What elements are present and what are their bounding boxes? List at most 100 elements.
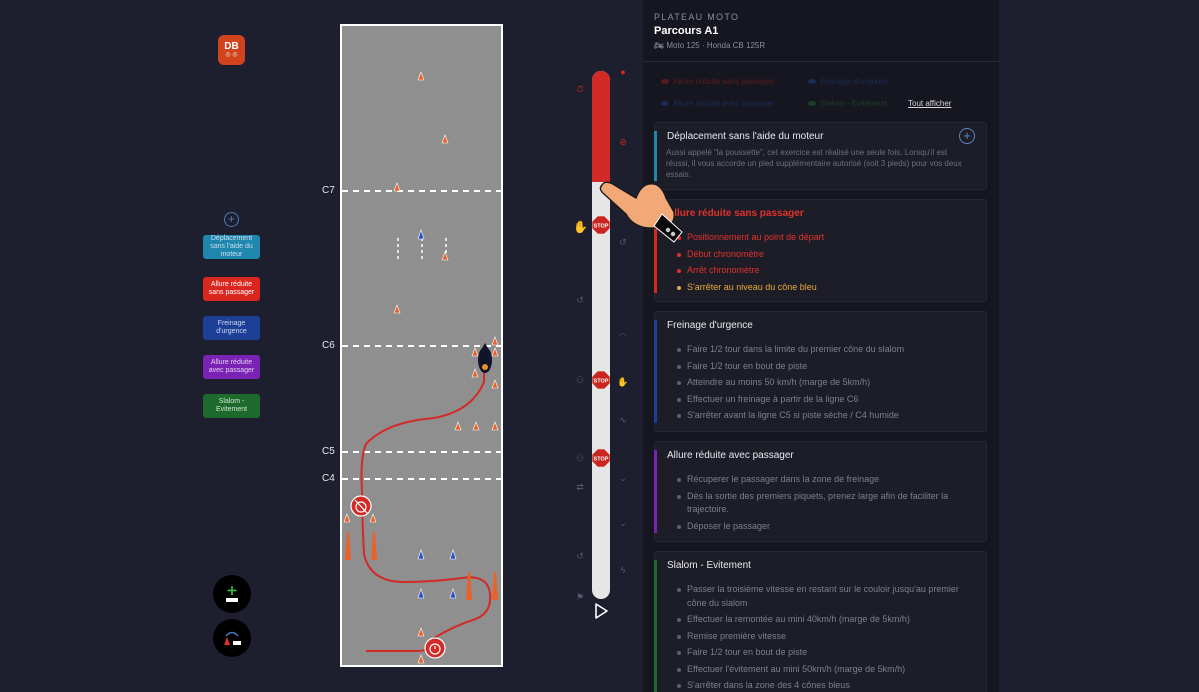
passenger-icon[interactable]: ⚇ bbox=[575, 375, 585, 385]
u-turn-icon[interactable]: ↺ bbox=[619, 237, 627, 247]
hand-icon[interactable]: ✋ bbox=[617, 377, 629, 387]
cones-blue bbox=[417, 229, 457, 599]
eye-icon bbox=[808, 101, 816, 106]
timer-off-icon[interactable]: ⊘ bbox=[619, 137, 627, 147]
cone-tool-button[interactable] bbox=[213, 619, 251, 657]
lightning-icon[interactable]: ϟ bbox=[620, 565, 626, 575]
add-exercise-button[interactable]: + bbox=[959, 128, 975, 144]
motorbike-icon: 🏍︎ bbox=[654, 41, 667, 50]
u-turn-icon[interactable]: ↺ bbox=[576, 551, 584, 561]
cones-orange bbox=[343, 71, 499, 664]
step-item[interactable]: S'arrêter au niveau du cône bleu bbox=[677, 281, 972, 295]
svg-text:STOP: STOP bbox=[594, 379, 609, 385]
track-map[interactable] bbox=[340, 24, 503, 667]
eye-icon bbox=[808, 79, 816, 84]
timeline-progress bbox=[592, 71, 610, 182]
u-turn-icon[interactable]: ↺ bbox=[576, 295, 584, 305]
play-icon[interactable] bbox=[593, 602, 609, 620]
legend-freinage[interactable]: Freinage d'urgence bbox=[808, 77, 889, 86]
exercise-card-allure-sans-passager[interactable]: Allure réduite sans passager Positionnem… bbox=[654, 199, 987, 302]
step-item[interactable]: S'arrêter dans la zone des 4 cônes bleus bbox=[677, 679, 972, 692]
card-title: Freinage d'urgence bbox=[667, 320, 753, 331]
step-item[interactable]: Faire 1/2 tour en bout de piste bbox=[677, 646, 972, 660]
chip-allure-avec-passager[interactable]: Allure réduite avec passager bbox=[203, 355, 260, 379]
passenger-off-icon[interactable]: ⚇ bbox=[575, 453, 585, 463]
card-color-bar bbox=[654, 208, 657, 293]
card-title: Allure réduite avec passager bbox=[667, 450, 794, 461]
chevrons-down-icon[interactable]: ⌄ bbox=[619, 473, 627, 483]
card-title: Déplacement sans l'aide du moteur bbox=[667, 131, 824, 142]
step-list: Positionnement au point de départ Début … bbox=[677, 231, 972, 297]
exercise-card-freinage[interactable]: Freinage d'urgence Faire 1/2 tour dans l… bbox=[654, 311, 987, 432]
activity-icon[interactable]: ∿ bbox=[619, 415, 627, 425]
step-item[interactable]: Effectuer l'évitement au mini 50km/h (ma… bbox=[677, 663, 972, 677]
timer-icon[interactable]: ⏱ bbox=[576, 84, 584, 94]
chip-deplacement[interactable]: Déplacement sans l'aide du moteur bbox=[203, 235, 260, 259]
flag-icon[interactable]: ⚑ bbox=[575, 592, 585, 602]
timer-start-marker bbox=[424, 637, 446, 659]
svg-text:STOP: STOP bbox=[594, 457, 609, 463]
chevrons-down-icon[interactable]: ⌄ bbox=[619, 518, 627, 528]
add-cone-icon bbox=[226, 586, 238, 602]
timeline-track[interactable] bbox=[592, 71, 610, 599]
chip-slalom[interactable]: Slalom - Evitement bbox=[203, 394, 260, 418]
step-item[interactable]: Faire 1/2 tour en bout de piste bbox=[677, 360, 972, 374]
step-item[interactable]: Effectuer un freinage à partir de la lig… bbox=[677, 393, 972, 407]
step-item[interactable]: Arrêt chronomètre bbox=[677, 264, 972, 278]
step-item[interactable]: Effectuer la remontée au mini 40km/h (ma… bbox=[677, 613, 972, 627]
exercise-card-allure-avec-passager[interactable]: Allure réduite avec passager Récuperer l… bbox=[654, 441, 987, 542]
location-pin-icon[interactable]: ● bbox=[620, 67, 626, 77]
step-item[interactable]: Positionnement au point de départ bbox=[677, 231, 972, 245]
line-label-c5: C5 bbox=[322, 446, 335, 457]
step-item[interactable]: Passer la troisième vitesse en restant s… bbox=[677, 583, 972, 610]
exercise-card-slalom[interactable]: Slalom - Evitement Passer la troisième v… bbox=[654, 551, 987, 692]
show-all-link[interactable]: Tout afficher bbox=[908, 99, 952, 108]
step-item[interactable]: Récuperer le passager dans la zone de fr… bbox=[677, 473, 972, 487]
legend-slalom[interactable]: Slalom - Evitement bbox=[808, 99, 887, 108]
vehicle-label: 🏍︎ Moto 125 · Honda CB 125R bbox=[654, 41, 766, 50]
chip-allure-sans-passager[interactable]: Allure réduite sans passager bbox=[203, 277, 260, 301]
eye-icon bbox=[661, 101, 669, 106]
exercise-panel: PLATEAU MOTO Parcours A1 🏍︎ Moto 125 · H… bbox=[643, 0, 999, 692]
motorbike-icon bbox=[478, 343, 492, 373]
panel-kicker: PLATEAU MOTO bbox=[654, 12, 740, 22]
track-drawing bbox=[342, 71, 501, 664]
step-item[interactable]: Déposer le passager bbox=[677, 520, 972, 534]
stop-sign-icon[interactable]: STOP bbox=[592, 371, 610, 389]
eye-icon bbox=[661, 79, 669, 84]
chip-freinage[interactable]: Freinage d'urgence bbox=[203, 316, 260, 340]
trajectory-path bbox=[360, 361, 492, 652]
header-divider bbox=[643, 61, 999, 62]
swap-icon[interactable]: ⇄ bbox=[576, 482, 584, 492]
speed-gauge-icon[interactable]: ◠ bbox=[619, 331, 627, 341]
step-item[interactable]: Atteindre au moins 50 km/h (marge de 5km… bbox=[677, 376, 972, 390]
line-label-c4: C4 bbox=[322, 473, 335, 484]
timer-stop-marker bbox=[350, 495, 372, 517]
card-title: Slalom - Evitement bbox=[667, 560, 751, 571]
step-list: Passer la troisième vitesse en restant s… bbox=[677, 583, 972, 692]
step-item[interactable]: S'arrêter avant la ligne C5 si piste sèc… bbox=[677, 409, 972, 423]
cone-swap-icon bbox=[224, 631, 241, 645]
legend-allure-sans-passager[interactable]: Allure réduite sans passager bbox=[661, 77, 774, 86]
card-title: Allure réduite sans passager bbox=[667, 208, 804, 219]
hand-stop-icon[interactable]: ✋ bbox=[573, 220, 588, 234]
step-item[interactable]: Début chronomètre bbox=[677, 248, 972, 262]
line-label-c7: C7 bbox=[322, 185, 335, 196]
user-avatar[interactable]: DB ◎ ◎ bbox=[218, 35, 245, 65]
avatar-status: ◎ ◎ bbox=[225, 52, 238, 58]
step-item[interactable]: Remise première vitesse bbox=[677, 630, 972, 644]
stop-sign-icon[interactable]: STOP bbox=[592, 216, 610, 234]
step-item[interactable]: Faire 1/2 tour dans la limite du premier… bbox=[677, 343, 972, 357]
exercise-card-deplacement[interactable]: Déplacement sans l'aide du moteur + Auss… bbox=[654, 122, 987, 190]
add-cone-button[interactable] bbox=[213, 575, 251, 613]
line-label-c6: C6 bbox=[322, 340, 335, 351]
legend-allure-avec-passager[interactable]: Allure réduite avec passager bbox=[661, 99, 774, 108]
step-item[interactable]: Dès la sortie des premiers piquets, pren… bbox=[677, 490, 972, 517]
piquets bbox=[345, 532, 498, 600]
stop-sign-icon[interactable]: STOP bbox=[592, 449, 610, 467]
add-exercise-button[interactable]: + bbox=[224, 212, 239, 227]
route-title: Parcours A1 bbox=[654, 25, 719, 37]
card-color-bar bbox=[654, 320, 657, 423]
card-description: Aussi appelé "la poussette", cet exercic… bbox=[666, 148, 962, 179]
